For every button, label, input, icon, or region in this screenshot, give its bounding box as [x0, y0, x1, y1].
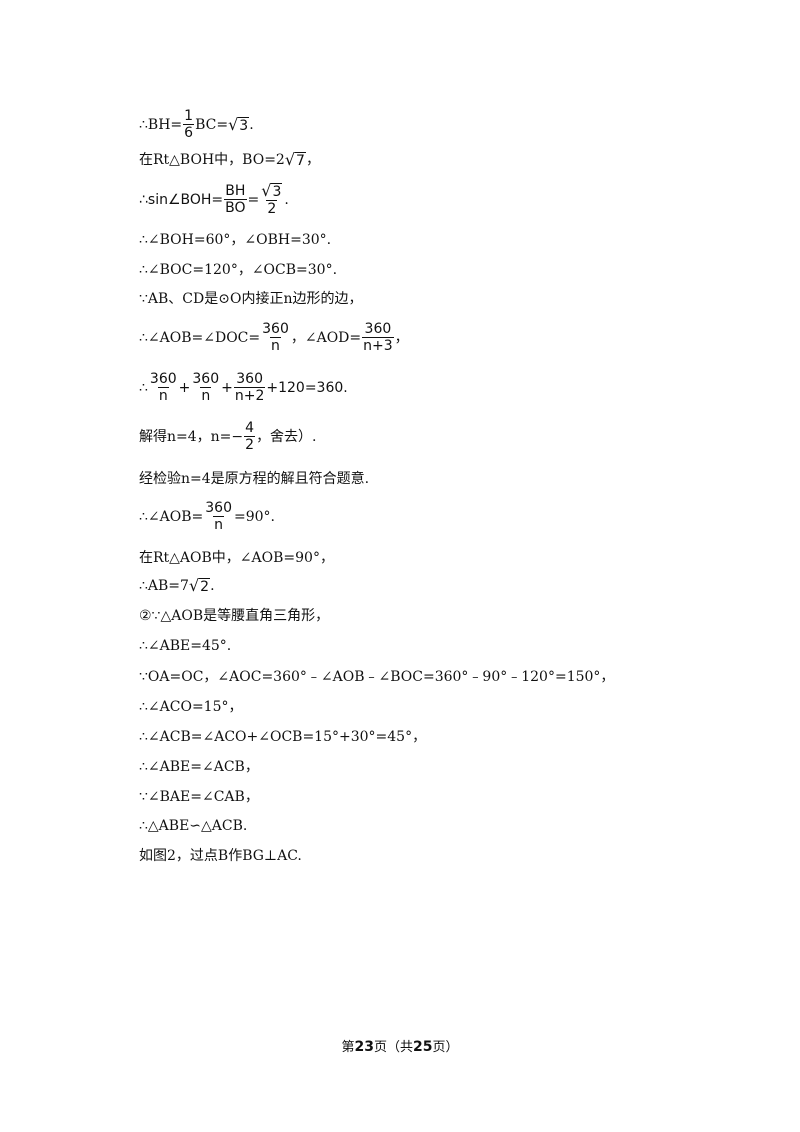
l2-rad: 7: [295, 152, 306, 169]
l7-num2: 360: [364, 321, 392, 337]
l7-num: 360: [262, 321, 289, 337]
line-15: ∴∠ABE=45°.: [139, 638, 232, 654]
total-pages: 25: [413, 1039, 433, 1055]
line-17: ∴∠ACO=15°，: [139, 699, 243, 715]
l11-post: =90°.: [233, 508, 275, 525]
l1-post: .: [249, 116, 254, 133]
l8-num: 360: [149, 371, 177, 387]
l8-num3: 360: [236, 371, 263, 387]
line-12: 在Rt△AOB中，∠AOB=90°，: [139, 550, 334, 566]
footer-prefix: 第: [341, 1040, 355, 1055]
l3-num: BH: [225, 183, 246, 199]
l9-post: ，舍去）.: [256, 428, 317, 445]
l8-den: n: [157, 387, 169, 404]
l8-pre: ∴: [139, 379, 148, 396]
page-footer: 第23页（共25页）: [0, 1036, 800, 1055]
l8-plus-1: +: [178, 379, 191, 396]
l3-den2: 2: [266, 200, 278, 217]
l3-pre: ∴sin∠BOH=: [139, 191, 224, 208]
l1-mid: BC=: [195, 116, 229, 133]
l11-den: n: [213, 516, 225, 533]
line-6: ∵AB、CD是⊙O内接正n边形的边，: [139, 291, 363, 307]
line-5: ∴∠BOC=120°，∠OCB=30°.: [139, 262, 338, 278]
l1-num: 1: [184, 108, 194, 124]
line-14: ②∵△AOB是等腰直角三角形，: [139, 608, 330, 624]
line-13: ∴AB=7 √2 .: [139, 576, 215, 596]
l11-num: 360: [205, 500, 232, 516]
l1-sqrt: √3: [228, 114, 250, 134]
l1-den: 6: [183, 124, 195, 141]
footer-suffix: 页）: [432, 1040, 459, 1055]
l3-post: .: [284, 191, 289, 208]
l7-pre: ∴∠AOB=∠DOC=: [139, 329, 261, 346]
line-16: ∵OA=OC，∠AOC=360°﹣∠AOB﹣∠BOC=360°﹣90°﹣120°…: [139, 669, 615, 685]
l7-mid: ，∠AOD=: [290, 329, 362, 346]
line-21: ∴△ABE∽△ACB.: [139, 818, 248, 834]
l3-rad: 3: [271, 183, 283, 200]
l11-pre: ∴∠AOB=: [139, 508, 204, 525]
l13-pre: ∴AB=7: [139, 578, 189, 594]
l8-post: +120=360.: [266, 379, 348, 396]
l7-post: ，: [394, 329, 409, 346]
line-22: 如图2，过点B作BG⊥AC.: [139, 848, 302, 864]
l1-pre: ∴BH=: [139, 116, 183, 133]
l13-post: .: [210, 578, 215, 594]
line-10: 经检验n=4是原方程的解且符合题意.: [139, 471, 370, 487]
line-19: ∴∠ABE=∠ACB，: [139, 759, 259, 775]
l13-rad: 2: [199, 578, 211, 595]
l8-num2: 360: [192, 371, 220, 387]
l8-den2: n: [200, 387, 212, 404]
l9-num: 4: [245, 420, 255, 436]
line-18: ∴∠ACB=∠ACO+∠OCB=15°+30°=45°，: [139, 729, 427, 745]
footer-middle: 页（共: [373, 1040, 413, 1055]
l2-sqrt: √7: [284, 150, 306, 169]
l8-den3: n+2: [233, 387, 266, 404]
line-20: ∵∠BAE=∠CAB，: [139, 789, 259, 805]
l2-post: ，: [305, 152, 320, 168]
line-4: ∴∠BOH=60°，∠OBH=30°.: [139, 232, 332, 248]
l7-den2: n+3: [362, 337, 394, 354]
l3-eq: =: [247, 191, 260, 208]
page-number: 23: [354, 1039, 374, 1055]
line-2: 在Rt△BOH中，BO=2 √7 ，: [139, 150, 320, 170]
l3-den: BO: [224, 199, 247, 216]
l9-pre: 解得n=4，n=−: [139, 428, 244, 445]
l2-pre: 在Rt△BOH中，BO=2: [139, 152, 285, 168]
l7-den: n: [270, 337, 281, 354]
l9-den: 2: [244, 436, 256, 453]
l1-rad: 3: [238, 116, 250, 134]
l13-sqrt: √2: [188, 576, 211, 595]
l8-plus-2: +: [221, 379, 233, 396]
